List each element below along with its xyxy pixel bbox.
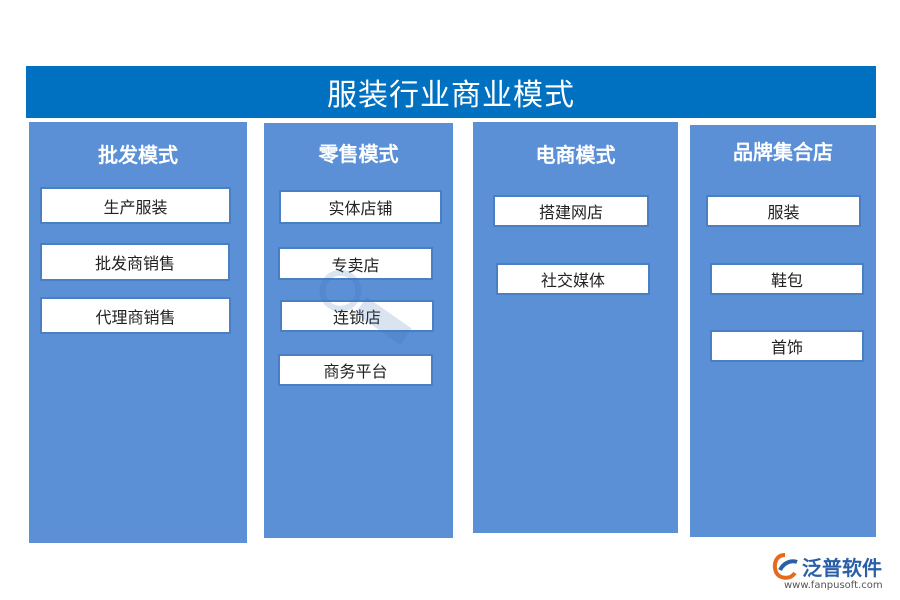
column-title: 电商模式	[535, 143, 616, 167]
item-box: 批发商销售	[40, 243, 230, 281]
item-box: 专卖店	[278, 247, 433, 280]
column-brand-store: 品牌集合店 服装 鞋包 首饰	[690, 125, 876, 537]
fanpu-logo-icon	[772, 553, 798, 580]
item-box: 商务平台	[278, 354, 433, 386]
item-box: 实体店铺	[279, 190, 442, 224]
item-box: 社交媒体	[496, 263, 650, 295]
brand-logo: 泛普软件 www.fanpusoft.com	[768, 552, 898, 598]
brand-name: 泛普软件	[802, 556, 882, 580]
item-box: 服装	[706, 195, 861, 227]
column-title: 批发模式	[98, 143, 178, 167]
item-box: 首饰	[710, 330, 864, 362]
column-wholesale: 批发模式 生产服装 批发商销售 代理商销售	[29, 122, 247, 543]
diagram-title: 服装行业商业模式	[26, 66, 876, 118]
item-box: 搭建网店	[493, 195, 649, 227]
column-retail: 零售模式 实体店铺 专卖店 连锁店 商务平台	[264, 123, 453, 538]
column-title: 零售模式	[318, 142, 399, 166]
item-box: 代理商销售	[40, 297, 231, 334]
column-title: 品牌集合店	[733, 140, 833, 164]
item-box: 鞋包	[710, 263, 864, 295]
item-box: 连锁店	[280, 300, 434, 332]
watermark-logo-icon	[319, 269, 412, 345]
brand-url: www.fanpusoft.com	[784, 580, 883, 591]
item-box: 生产服装	[40, 187, 231, 224]
column-ecommerce: 电商模式 搭建网店 社交媒体	[473, 122, 678, 533]
